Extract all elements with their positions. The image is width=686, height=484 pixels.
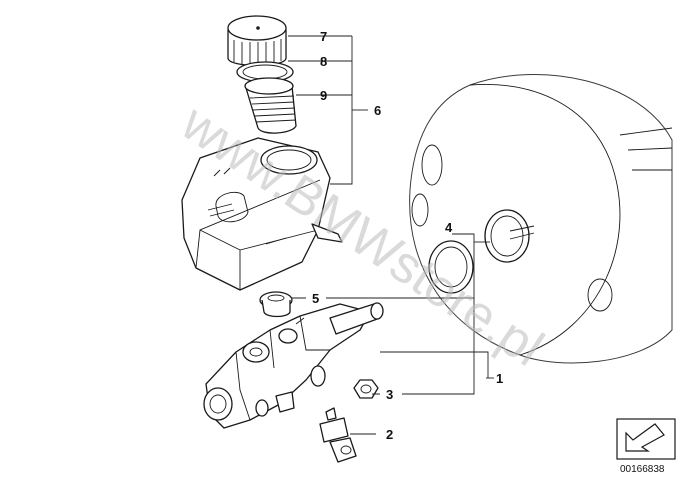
callout-3: 3: [386, 387, 393, 402]
brake-booster: [409, 74, 673, 364]
callout-9: 9: [320, 88, 327, 103]
callout-8: 8: [320, 54, 327, 69]
filter-strainer: [244, 77, 297, 134]
diagram-code: 00166838: [620, 464, 665, 475]
o-ring: [428, 240, 474, 294]
down-left-arrow-icon: [625, 423, 665, 452]
callout-4: 4: [445, 220, 453, 235]
callout-5: 5: [312, 291, 319, 306]
pressure-sensor: [319, 407, 357, 463]
reservoir-cap: [227, 15, 287, 67]
callout-7: 7: [320, 29, 327, 44]
nut: [353, 379, 379, 399]
callout-1: 1: [496, 371, 503, 386]
leader-lines: [288, 35, 494, 435]
master-cylinder: [203, 302, 384, 429]
callout-labels: 7 8 9 6 4 5 1 3 2: [312, 29, 503, 442]
grommet: [259, 291, 293, 318]
corner-badge: 00166838: [616, 418, 676, 475]
callout-2: 2: [386, 427, 393, 442]
fluid-reservoir: [181, 137, 343, 291]
callout-6: 6: [374, 103, 381, 118]
